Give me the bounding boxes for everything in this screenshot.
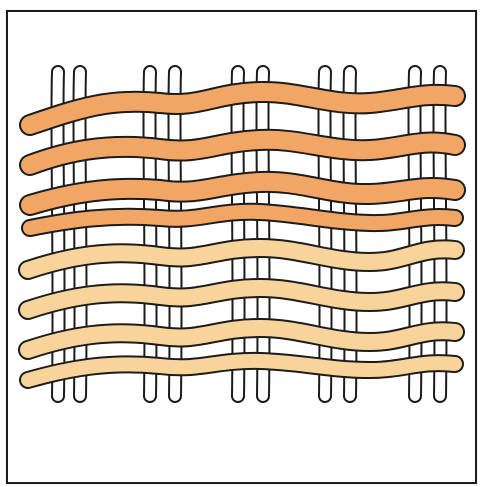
warp-thread-9 [414, 72, 415, 396]
warp-thread-5 [237, 72, 238, 396]
warp-thread-7 [324, 72, 325, 396]
warp-thread-6 [262, 72, 263, 396]
warp-thread-3 [149, 72, 150, 396]
warp-thread-10 [439, 72, 440, 396]
